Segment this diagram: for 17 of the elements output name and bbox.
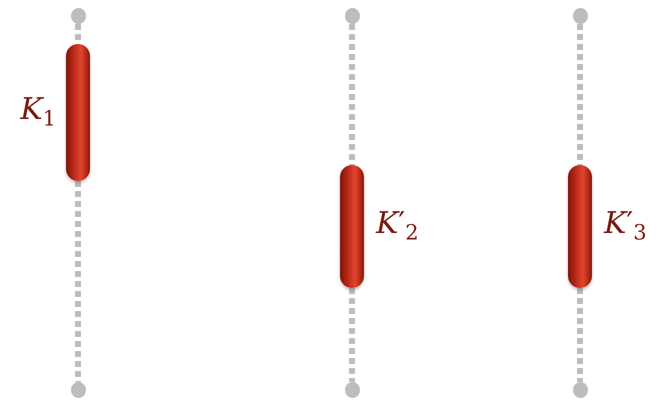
end-dot <box>70 382 86 398</box>
end-dot <box>344 8 360 24</box>
dashed-line <box>577 24 583 165</box>
end-dot <box>344 382 360 398</box>
capsule-bar <box>568 165 592 288</box>
dashed-line <box>349 24 355 165</box>
dashed-line <box>75 181 81 382</box>
bar-label: K′$_{2}$ <box>376 208 419 243</box>
capsule-bar <box>66 44 90 181</box>
end-dot <box>70 8 86 24</box>
bar-label: K$_{1}$ <box>20 94 56 129</box>
end-dot <box>572 382 588 398</box>
end-dot <box>572 8 588 24</box>
capsule-bar <box>340 165 364 288</box>
bar-label: K′$_{3}$ <box>604 208 647 243</box>
dashed-line <box>577 288 583 382</box>
dashed-line <box>349 288 355 382</box>
